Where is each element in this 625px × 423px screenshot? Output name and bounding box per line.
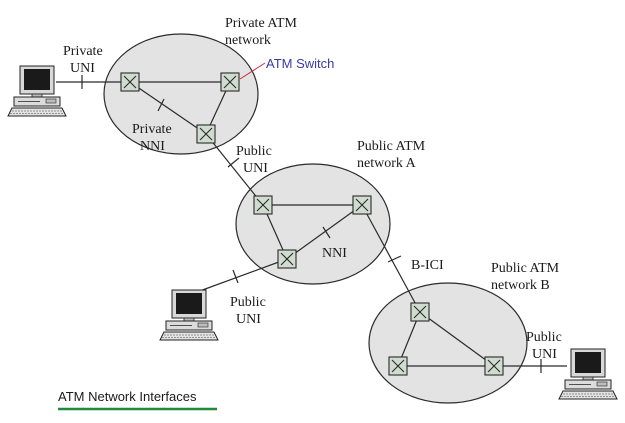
public-uni-right-label-2: UNI — [532, 347, 557, 362]
public-atm-network-a-cloud — [235, 163, 391, 285]
public-uni-top-label-1: Public — [236, 144, 272, 159]
b-ici-link — [361, 204, 421, 313]
atm-switch-icon — [253, 195, 273, 215]
public-a-link-diag — [286, 204, 363, 260]
atm-switch-icon — [220, 72, 240, 92]
public-atm-network-b-cloud — [368, 282, 528, 404]
private-nni-label-1: Private — [132, 122, 172, 137]
private-link-left-diag — [129, 81, 207, 135]
private-uni-label-1: Private — [63, 44, 103, 59]
atm-switch-icon — [120, 72, 140, 92]
b-ici-tick — [387, 255, 402, 263]
public-uni-left-label-2: UNI — [236, 312, 261, 327]
private-network-label-2: network — [225, 33, 271, 48]
computer-icon — [558, 348, 618, 400]
nni-label: NNI — [322, 246, 347, 261]
public-b-label-2: network B — [491, 278, 550, 293]
public-uni-right-label-1: Public — [526, 330, 562, 345]
nni-tick — [322, 226, 331, 239]
atm-switch-icon — [277, 249, 297, 269]
private-nni-label-2: NNI — [140, 139, 165, 154]
computer-icon — [7, 65, 67, 117]
public-uni-left-label-1: Public — [230, 295, 266, 310]
public-a-label-1: Public ATM — [357, 139, 426, 154]
atm-switch-pointer — [239, 62, 266, 80]
atm-switch-icon — [388, 356, 408, 376]
private-atm-network-cloud — [103, 33, 259, 155]
public-uni-top-link — [205, 133, 264, 206]
public-a-label-2: network A — [357, 156, 417, 171]
atm-switch-icon — [410, 302, 430, 322]
private-uni-label-2: UNI — [70, 61, 95, 76]
atm-switch-annotation: ATM Switch — [266, 56, 334, 71]
public-uni-top-label-2: UNI — [243, 161, 268, 176]
atm-switch-icon — [484, 356, 504, 376]
private-network-label-1: Private ATM — [225, 16, 297, 31]
public-uni-left-link — [196, 258, 288, 293]
atm-switch-icon — [196, 124, 216, 144]
public-b-label-1: Public ATM — [491, 261, 560, 276]
computer-icon — [159, 289, 219, 341]
public-b-link-right — [419, 311, 495, 367]
b-ici-label: B-ICI — [411, 258, 444, 273]
public-uni-left-tick — [232, 269, 239, 284]
diagram-caption: ATM Network Interfaces — [58, 389, 197, 404]
public-uni-top-tick — [227, 157, 240, 168]
atm-switch-icon — [352, 195, 372, 215]
private-nni-tick — [157, 98, 165, 112]
